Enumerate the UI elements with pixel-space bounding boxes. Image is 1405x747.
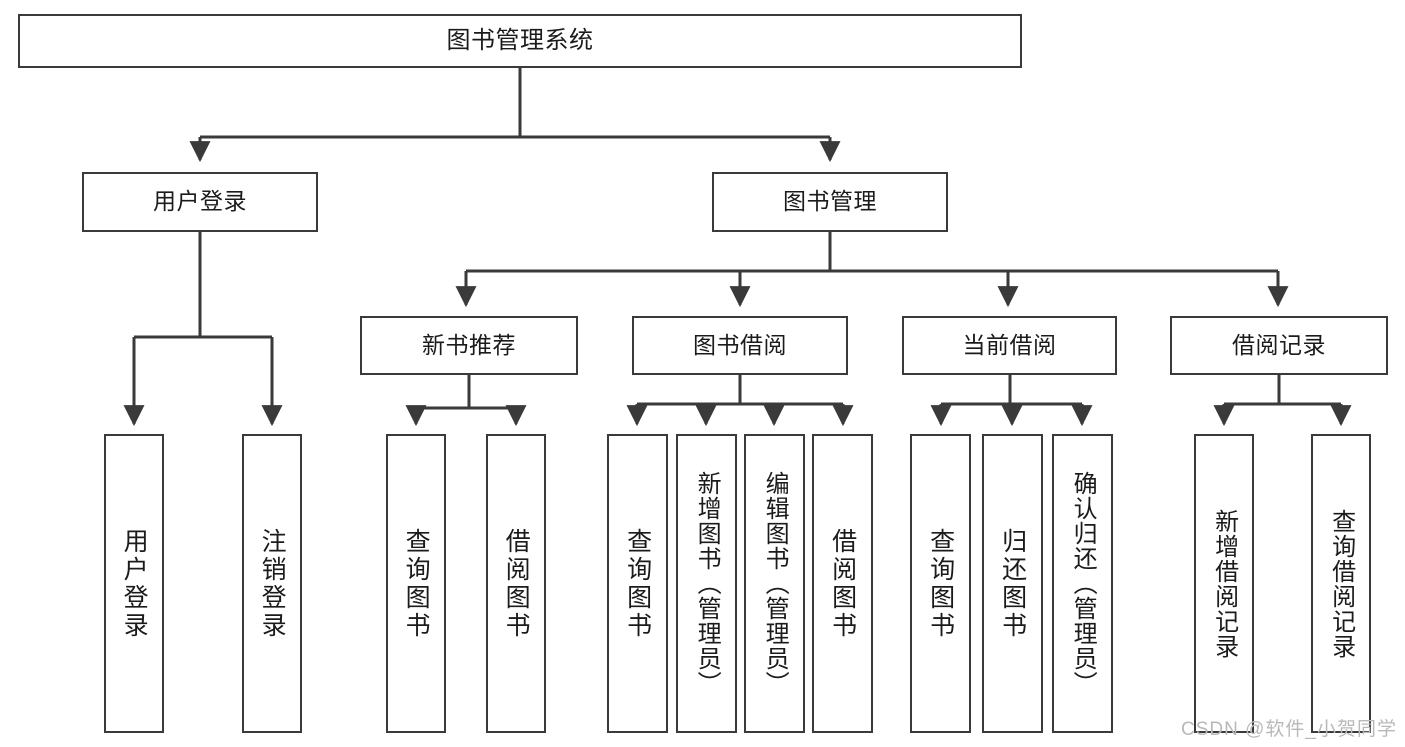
node-label: 图书管理 <box>783 188 877 215</box>
node-current-borrow[interactable]: 当前借阅 <box>902 316 1117 375</box>
node-book-management[interactable]: 图书管理 <box>712 172 948 232</box>
node-label: 用户登录 <box>153 188 247 215</box>
node-label: 借阅记录 <box>1232 331 1326 358</box>
node-label: 图书借阅 <box>693 331 787 358</box>
node-book-borrow[interactable]: 图书借阅 <box>632 316 848 375</box>
leaf-query-book-current[interactable]: 查询图书 <box>910 434 971 733</box>
leaf-add-borrow-record[interactable]: 新增借阅记录 <box>1194 434 1254 733</box>
node-label: 注销登录 <box>258 527 287 640</box>
leaf-logout[interactable]: 注销登录 <box>242 434 302 733</box>
node-label: 查询图书 <box>623 527 652 640</box>
node-label: 图书管理系统 <box>446 26 594 54</box>
node-user-login[interactable]: 用户登录 <box>82 172 318 232</box>
leaf-add-book-admin[interactable]: 新增图书（管理员） <box>676 434 737 733</box>
watermark-text: CSDN @软件_小贺同学 <box>1181 719 1397 740</box>
node-new-book-recommend[interactable]: 新书推荐 <box>360 316 578 375</box>
node-label: 用户登录 <box>120 527 149 640</box>
leaf-query-book-borrow[interactable]: 查询图书 <box>607 434 668 733</box>
node-root-system[interactable]: 图书管理系统 <box>18 14 1022 68</box>
node-label: 借阅图书 <box>828 527 857 640</box>
leaf-query-borrow-record[interactable]: 查询借阅记录 <box>1311 434 1371 733</box>
leaf-query-book-new[interactable]: 查询图书 <box>386 434 446 733</box>
node-label: 查询借阅记录 <box>1327 508 1355 659</box>
leaf-return-book[interactable]: 归还图书 <box>982 434 1043 733</box>
node-label: 查询图书 <box>402 527 431 640</box>
node-label: 新增借阅记录 <box>1210 508 1238 659</box>
node-label: 新增图书（管理员） <box>693 471 721 696</box>
leaf-borrow-book-new[interactable]: 借阅图书 <box>486 434 546 733</box>
leaf-edit-book-admin[interactable]: 编辑图书（管理员） <box>744 434 805 733</box>
node-label: 查询图书 <box>926 527 955 640</box>
node-borrow-record[interactable]: 借阅记录 <box>1170 316 1388 375</box>
node-label: 借阅图书 <box>502 527 531 640</box>
node-label: 确认归还（管理员） <box>1069 471 1097 696</box>
leaf-confirm-return-admin[interactable]: 确认归还（管理员） <box>1052 434 1113 733</box>
leaf-user-login[interactable]: 用户登录 <box>104 434 164 733</box>
leaf-borrow-book[interactable]: 借阅图书 <box>812 434 873 733</box>
node-label: 新书推荐 <box>422 331 516 358</box>
node-label: 归还图书 <box>998 527 1027 640</box>
node-label: 编辑图书（管理员） <box>761 471 789 696</box>
node-label: 当前借阅 <box>962 331 1057 358</box>
